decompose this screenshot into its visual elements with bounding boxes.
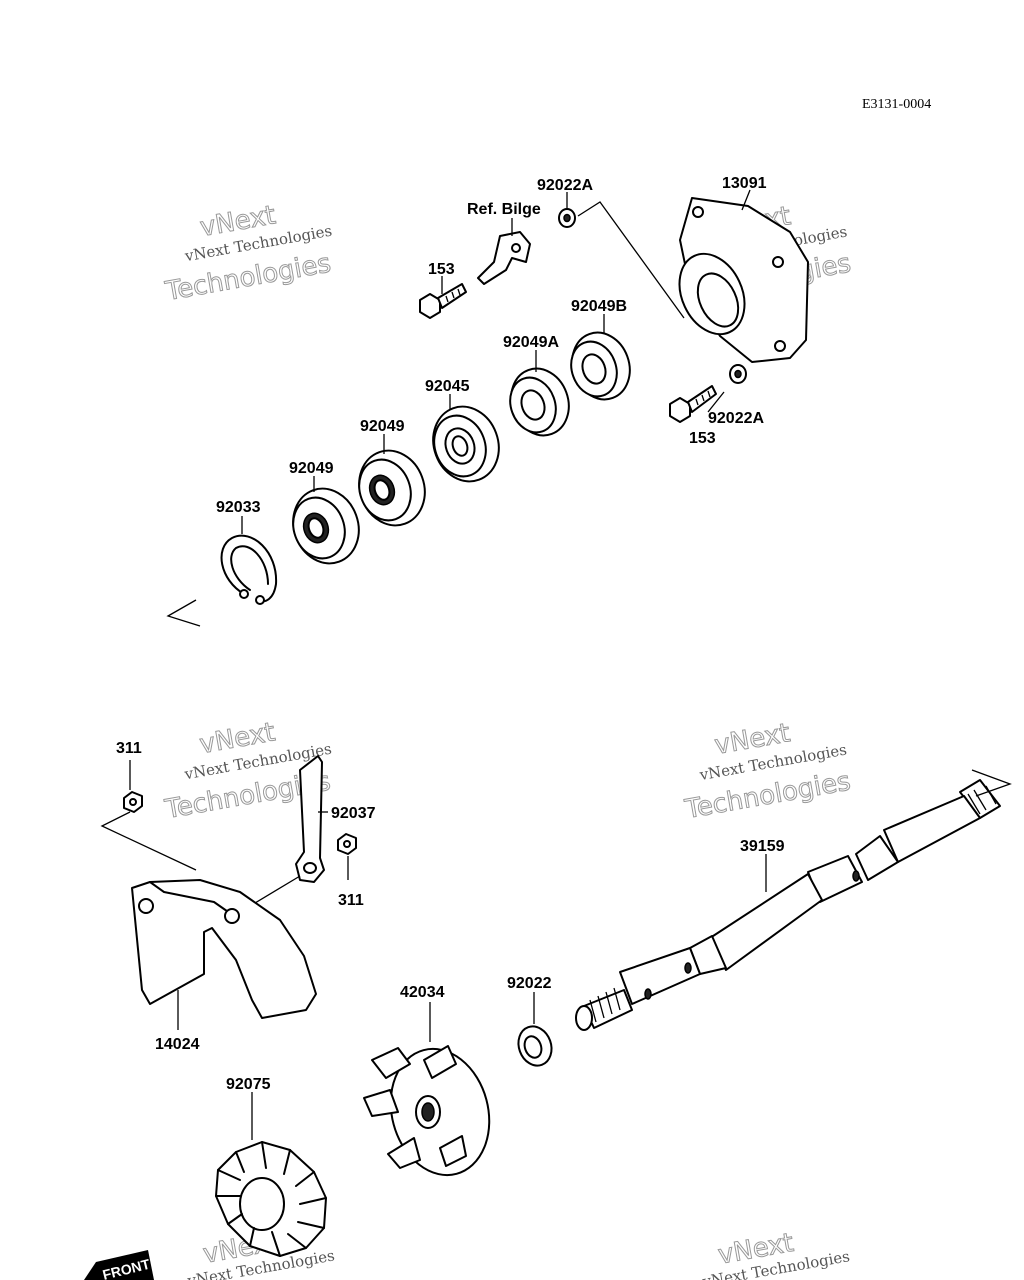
- diagram-code: E3131-0004: [862, 97, 931, 112]
- front-direction-arrow-upper: [166, 599, 201, 627]
- bearing-92045: [432, 405, 500, 483]
- bolt-153-bottom: [669, 385, 717, 423]
- callout-92075: 92075: [226, 1076, 271, 1093]
- watermark-mid-right: vNext vNext Technologies Technologies: [682, 718, 854, 826]
- callout-92045: 92045: [425, 378, 470, 395]
- front-tag: FRONT: [84, 1250, 154, 1280]
- callout-92033: 92033: [216, 499, 261, 516]
- callout-153-top: 153: [428, 261, 455, 278]
- callout-153-bottom: 153: [689, 430, 716, 447]
- callout-92022a-bottom: 92022A: [708, 410, 764, 427]
- callout-39159: 39159: [740, 838, 785, 855]
- strap-92037: [295, 755, 325, 883]
- callout-311-top: 311: [116, 740, 142, 757]
- callout-14024: 14024: [155, 1036, 200, 1053]
- washer-92022a-bottom: [729, 364, 747, 384]
- drive-shaft-39159: [575, 779, 1001, 1031]
- seal-92049b: [570, 331, 631, 401]
- washer-92022a-top: [558, 208, 576, 228]
- ref-bilge-bracket: [477, 231, 531, 285]
- nut-311-top: [123, 791, 143, 813]
- bolt-153-top: [419, 283, 467, 319]
- washer-92022: [517, 1025, 553, 1067]
- circlip-92033: [220, 534, 278, 605]
- callout-13091: 13091: [722, 175, 767, 192]
- damper-92075: [215, 1141, 327, 1257]
- callout-92022a-top: 92022A: [537, 177, 593, 194]
- watermark-bottom-right: vNext vNext Technologies: [700, 1227, 851, 1280]
- seal-92049-upper: [358, 449, 426, 527]
- callout-92049-upper: 92049: [360, 418, 405, 435]
- callout-92049a: 92049A: [503, 334, 559, 351]
- callout-92022: 92022: [507, 975, 552, 992]
- callout-92037: 92037: [331, 805, 376, 822]
- callout-92049b: 92049B: [571, 298, 627, 315]
- callout-311-bottom: 311: [338, 892, 364, 909]
- bearing-housing-13091: [678, 197, 809, 363]
- nut-311-bottom: [337, 833, 357, 855]
- coupling-42034: [363, 1045, 491, 1177]
- watermark-top-left: vNext vNext Technologies Technologies: [162, 200, 334, 308]
- front-direction-arrow-lower: [971, 769, 1012, 797]
- callout-42034: 42034: [400, 984, 445, 1001]
- seal-92049-lower: [292, 487, 360, 565]
- seal-92049a: [509, 367, 570, 437]
- callout-ref-bilge: Ref. Bilge: [467, 201, 541, 218]
- callout-92049-lower: 92049: [289, 460, 334, 477]
- guard-14024: [131, 879, 317, 1019]
